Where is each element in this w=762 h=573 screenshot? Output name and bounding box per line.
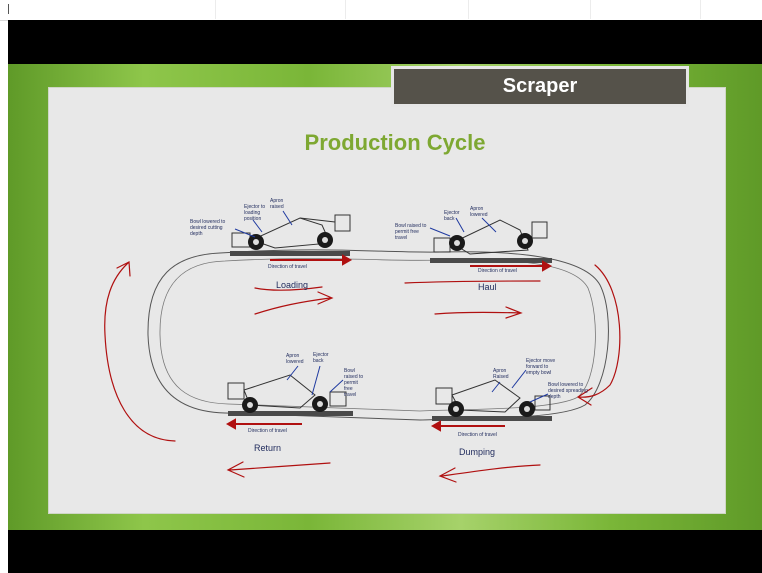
label-loading-bowl: Bowl lowered to desired cutting depth bbox=[190, 219, 226, 237]
direction-loading: Direction of travel bbox=[268, 264, 307, 270]
ground-loading bbox=[230, 251, 350, 256]
label-return-apron: Apron lowered bbox=[286, 353, 304, 365]
label-dumping-ejector: Ejector move forward to empty bowl bbox=[526, 358, 556, 376]
diagram-panel bbox=[48, 87, 726, 514]
label-haul-ejector: Ejector back bbox=[444, 210, 460, 222]
arrow-dumping bbox=[438, 464, 541, 483]
direction-arrows bbox=[225, 254, 553, 432]
slide-header-text: Scraper bbox=[502, 75, 578, 97]
stage-return: Return bbox=[254, 443, 282, 453]
arrow-return bbox=[226, 461, 331, 478]
label-dumping-apron: Apron Raised bbox=[493, 368, 509, 380]
slide-header: Scraper bbox=[391, 66, 689, 107]
haul-road-outer bbox=[147, 249, 609, 421]
label-loading-apron: Apron raised bbox=[270, 198, 284, 210]
label-return-ejector: Ejector back bbox=[313, 352, 329, 364]
cursor-mark bbox=[8, 4, 9, 14]
ground-dumping bbox=[432, 416, 552, 421]
label-return-bowl: Bowl raised to permit free travel bbox=[344, 368, 364, 398]
ground-haul bbox=[430, 258, 552, 263]
arrow-haul-top bbox=[404, 280, 541, 284]
slide: Scraper bbox=[8, 64, 762, 530]
stage-dumping: Dumping bbox=[459, 447, 496, 457]
arrow-haul bbox=[434, 306, 523, 319]
arrow-right-side bbox=[576, 264, 621, 406]
underline-loading bbox=[254, 291, 334, 315]
red-annotations bbox=[104, 261, 621, 483]
direction-dumping: Direction of travel bbox=[458, 432, 497, 438]
direction-return: Direction of travel bbox=[248, 428, 287, 434]
arrow-left-side bbox=[104, 261, 176, 442]
arrow-loading bbox=[254, 286, 323, 291]
label-haul-apron: Apron lowered bbox=[470, 206, 488, 218]
ground-return bbox=[228, 411, 353, 416]
label-loading-ejector: Ejector to loading position bbox=[244, 204, 266, 222]
label-haul-bowl: Bowl raised to permit free travel bbox=[395, 223, 427, 241]
stage-haul: Haul bbox=[478, 282, 497, 292]
diagram-title: Production Cycle bbox=[304, 130, 486, 155]
stage-loading: Loading bbox=[276, 280, 309, 290]
direction-haul: Direction of travel bbox=[478, 268, 517, 274]
label-leaders bbox=[234, 210, 549, 403]
label-dumping-bowl: Bowl lowered to desired spreading depth bbox=[548, 382, 588, 400]
